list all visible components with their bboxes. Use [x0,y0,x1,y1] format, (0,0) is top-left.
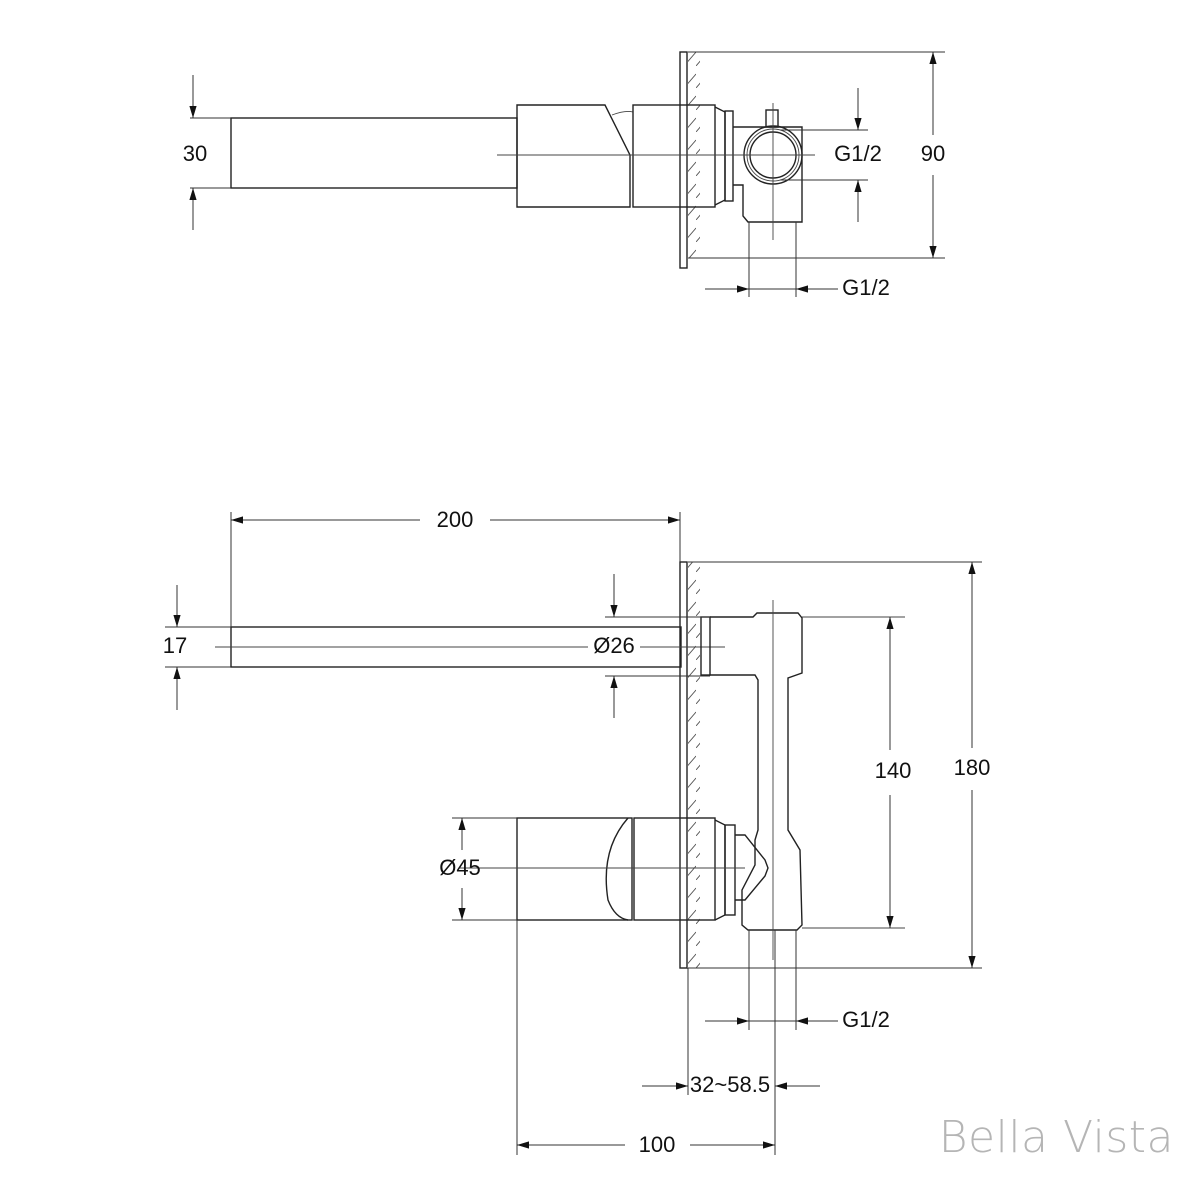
top-view: 30 G1/2 90 G1/2 [183,51,951,300]
dim-inlet-side: G1/2 [834,141,882,166]
dim-wall-depth: 32~58.5 [690,1072,770,1097]
dim-handle-diameter: Ø45 [439,855,481,880]
dim-spout-height: 30 [183,141,207,166]
valve-body [710,612,803,931]
valve-body [733,126,803,223]
dim-spout-diameter: 17 [163,633,187,658]
handle [516,104,631,208]
dim-total-height: 180 [954,755,991,780]
dim-center-distance: 140 [875,758,912,783]
escutcheon-body [632,104,716,208]
valve-pin [765,109,779,128]
side-view: 200 17 Ø26 Ø45 140 180 [163,507,991,1157]
wall-plate [679,561,688,969]
wall-hatch [688,562,700,968]
escutcheon-body [633,817,716,921]
dim-inlet-bottom: G1/2 [842,275,890,300]
dim-spout-length: 200 [437,507,474,532]
dim-inlet: G1/2 [842,1007,890,1032]
spout-connector [700,616,711,676]
dim-total-height: 90 [921,141,945,166]
brand-logo: Bella Vista [938,1112,1174,1163]
handle [516,817,633,921]
dim-escutcheon-diameter: Ø26 [593,633,635,658]
dim-handle-projection: 100 [639,1132,676,1157]
spout [230,117,518,189]
wall-plate [679,51,688,269]
